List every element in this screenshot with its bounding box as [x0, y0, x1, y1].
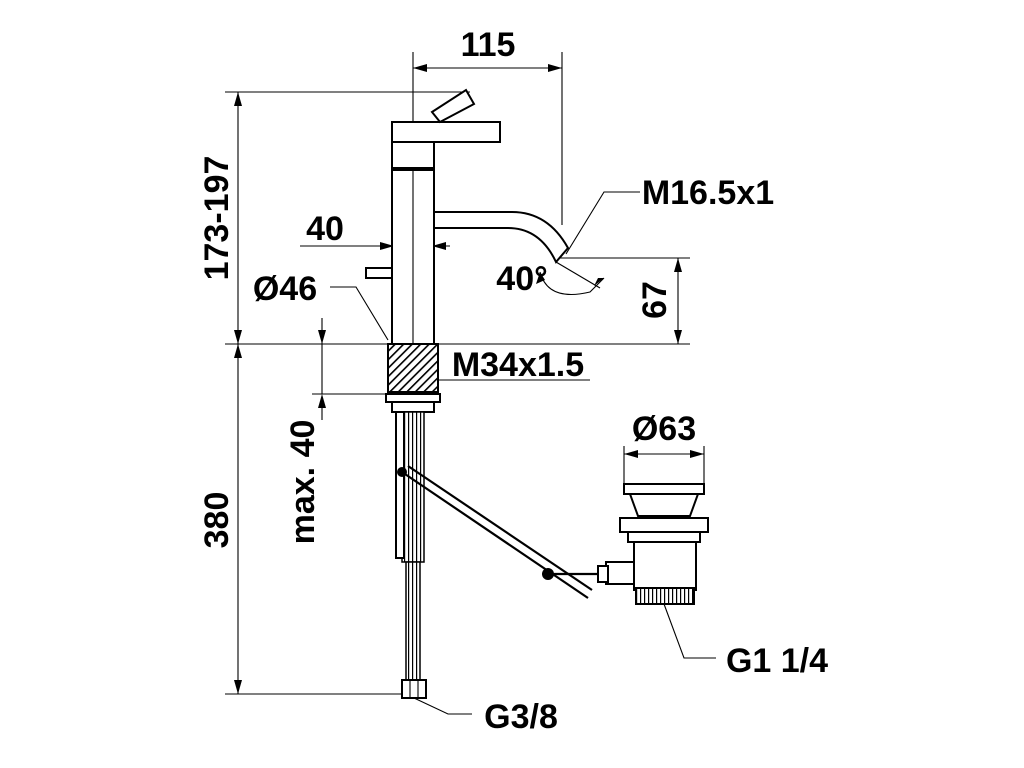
- supply-connector: G3/8: [401, 679, 558, 736]
- faucet-spout: [433, 211, 601, 289]
- diameter-46-label: Ø46: [253, 270, 317, 308]
- dimension-115-label: 115: [461, 26, 516, 64]
- lock-nut: [385, 393, 441, 413]
- dimension-173-197-label: 173-197: [198, 156, 236, 281]
- angle-40-label: 40°: [496, 260, 547, 298]
- pull-rod: [397, 465, 614, 599]
- waste-valve: [597, 483, 709, 605]
- dimension-max-40-label: max. 40: [284, 420, 322, 545]
- faucet-lever: [391, 88, 501, 169]
- mounting-thread: M34x1.5: [387, 343, 590, 393]
- supply-hoses: [395, 411, 425, 681]
- diameter-63-dimension: Ø63: [623, 410, 705, 484]
- waste-thread-callout: G1 1/4: [663, 603, 828, 680]
- dimension-67: 67: [560, 257, 690, 344]
- diameter-46-callout: Ø46: [253, 270, 389, 341]
- dimension-115: 115: [412, 26, 563, 225]
- dimension-67-label: 67: [636, 281, 674, 319]
- mounting-thread-label: M34x1.5: [452, 346, 584, 384]
- angle-40-indicator: 40°: [496, 260, 605, 298]
- waste-thread-label: G1 1/4: [726, 642, 828, 680]
- aerator-thread-label: M16.5x1: [642, 174, 774, 212]
- dimension-40-label: 40: [306, 210, 344, 248]
- supply-connection-label: G3/8: [484, 698, 558, 736]
- dimension-40: 40: [300, 210, 450, 250]
- dimension-max-40: max. 40: [284, 318, 392, 544]
- diameter-63-label: Ø63: [632, 410, 696, 448]
- dimension-380-label: 380: [198, 492, 236, 549]
- faucet-body: [365, 169, 435, 345]
- dimension-173-197: 173-197: [198, 91, 470, 344]
- dimension-380: 380: [198, 344, 410, 695]
- aerator-thread-callout: M16.5x1: [565, 174, 774, 255]
